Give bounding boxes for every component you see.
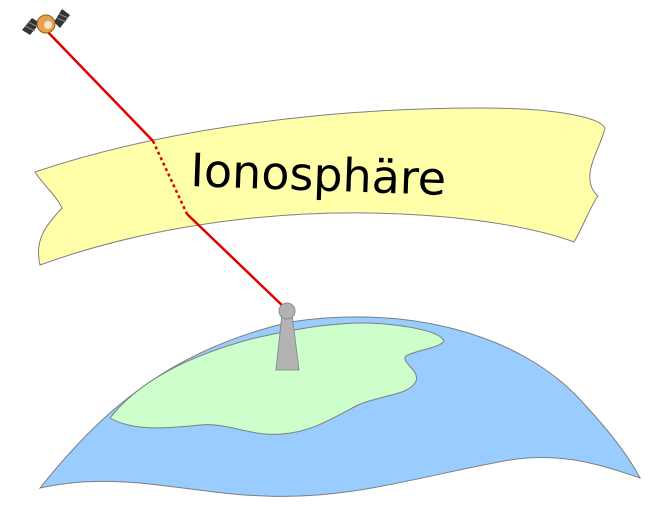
satellite-icon: [22, 9, 70, 35]
continent: [109, 322, 445, 435]
ionosphere-banner: [34, 107, 606, 266]
satellite-panel-left: [22, 18, 40, 35]
signal-line-ionosphere: [151, 140, 189, 215]
ionosphere-label: Ionosphäre: [190, 143, 447, 206]
ground-antenna-icon: [275, 302, 300, 371]
earth: [38, 316, 642, 497]
signal-path: [43, 27, 288, 311]
ionosphere-band: Ionosphäre: [34, 107, 606, 266]
signal-line-lower: [186, 213, 288, 311]
antenna-dish: [278, 302, 296, 320]
satellite-panel-right: [54, 9, 70, 28]
signal-line-upper: [43, 27, 154, 142]
